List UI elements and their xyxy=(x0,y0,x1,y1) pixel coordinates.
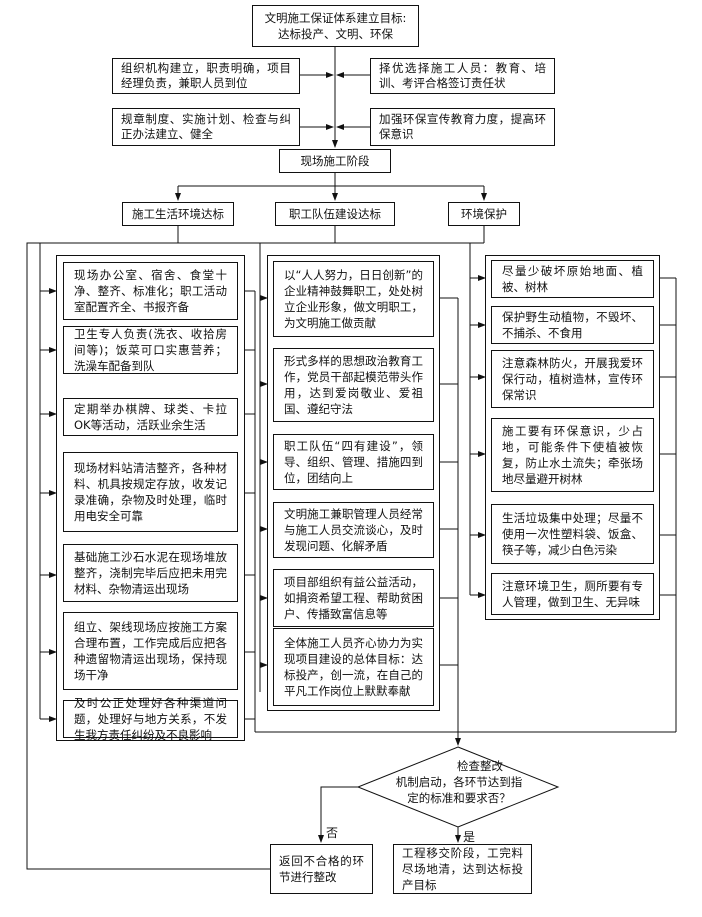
decision-line1: 检查整改 xyxy=(457,759,503,773)
yes-label: 是 xyxy=(463,830,476,844)
middle-item: 形式多样的思想政治教育工作，党员干部起模范带头作用，达到爱岗敬业、爱祖国、遵纪守… xyxy=(273,348,434,422)
right-item: 施工要有环保意识，少占地，可能条件下使植被恢复，防止水土流失；牵张场地尽量避开树… xyxy=(491,418,654,492)
left-item: 基础施工沙石水泥在现场堆放整齐，浇制完毕后应把未用完材料、杂物清运出现场 xyxy=(63,544,238,602)
left-item: 现场材料站清洁整齐，各种材料、机具按规定存放，收发记录准确，杂物及时处理，临时用… xyxy=(63,452,238,532)
top-goal: 目标:达标投产、文明、环保 xyxy=(278,11,407,41)
right-column-frame xyxy=(485,255,660,620)
left-item: 组立、架线现场应按施工方案合理布置，工作完成后应把各种遗留物清运出现场，保持现场… xyxy=(63,612,238,690)
left-item: 现场办公室、宿舍、食堂十净、整齐、标准化；职工活动室配置齐全、书报齐备 xyxy=(63,262,238,320)
left-column-frame xyxy=(56,255,245,741)
env-education-box: 加强环保宣传教育力度，提高环保意识 xyxy=(370,108,555,146)
top-title: 文明施工保证体系建立 xyxy=(264,11,380,25)
rectify-box: 返回不合格的环节进行整改 xyxy=(270,844,373,894)
middle-item: 以“人人努力，日日创新”的企业精神鼓舞职工，处处树立企业形象，做文明职工，为文明… xyxy=(273,261,434,337)
personnel-selection-box: 择优选择施工人员：教育、培训、考评合格签订责任状 xyxy=(370,58,555,94)
middle-item: 项目部组织有益公益活动，如捐资希望工程、帮助贫困户、传播致富信息等 xyxy=(273,569,434,627)
right-item: 注意森林防火，开展我爱环保行动，植树造林，宣传环保常识 xyxy=(491,350,654,408)
organization-box: 组织机构建立，职责明确，项目经理负责，兼职人员到位 xyxy=(112,58,300,94)
left-item: 卫生专人负责(洗衣、收拾房间等)；饭菜可口实惠营养；洗澡车配备到队 xyxy=(63,326,238,374)
middle-item: 全体施工人员齐心协力为实现项目建设的总体目标：达标投产，创一流，在自己的平凡工作… xyxy=(273,628,434,706)
right-item: 保护野生动植物，不毁坏、不捕杀、不食用 xyxy=(491,306,654,344)
right-item: 注意环境卫生，厕所要有专人管理，做到卫生、无异味 xyxy=(491,573,654,615)
no-label: 否 xyxy=(326,826,339,840)
middle-item: 职工队伍“四有建设”，领导、组织、管理、措施四到位，团结向上 xyxy=(273,434,434,490)
left-item: 定期举办棋牌、球类、卡拉OK等活动，活跃业余生活 xyxy=(63,398,238,436)
phase-box: 现场施工阶段 xyxy=(279,149,391,173)
column-header-environment: 环境保护 xyxy=(448,202,520,226)
left-item: 及时公正处理好各种渠道问题，处理好与地方关系，不发生我方责任纠纷及不良影响 xyxy=(63,696,238,742)
regulations-box: 规章制度、实施计划、检查与纠正办法建立、健全 xyxy=(112,108,300,146)
decision-line2: 机制启动，各环节达到指定的标准和要求否？ xyxy=(395,775,523,805)
right-item: 生活垃圾集中处理；尽量不使用一次性塑料袋、饭盒、筷子等，减少白色污染 xyxy=(491,504,654,564)
handover-box: 工程移交阶段，工完料尽场地清，达到达标投产目标 xyxy=(393,844,532,894)
right-item: 尽量少破坏原始地面、植被、树林 xyxy=(491,260,654,298)
middle-column-frame xyxy=(267,255,440,711)
top-system-box: 文明施工保证体系建立目标:达标投产、文明、环保 xyxy=(252,5,419,47)
middle-item: 文明施工兼职管理人员经常与施工人员交流谈心，及时发现问题、化解矛盾 xyxy=(273,502,434,558)
column-header-living: 施工生活环境达标 xyxy=(122,202,234,226)
column-header-team: 职工队伍建设达标 xyxy=(275,202,395,226)
